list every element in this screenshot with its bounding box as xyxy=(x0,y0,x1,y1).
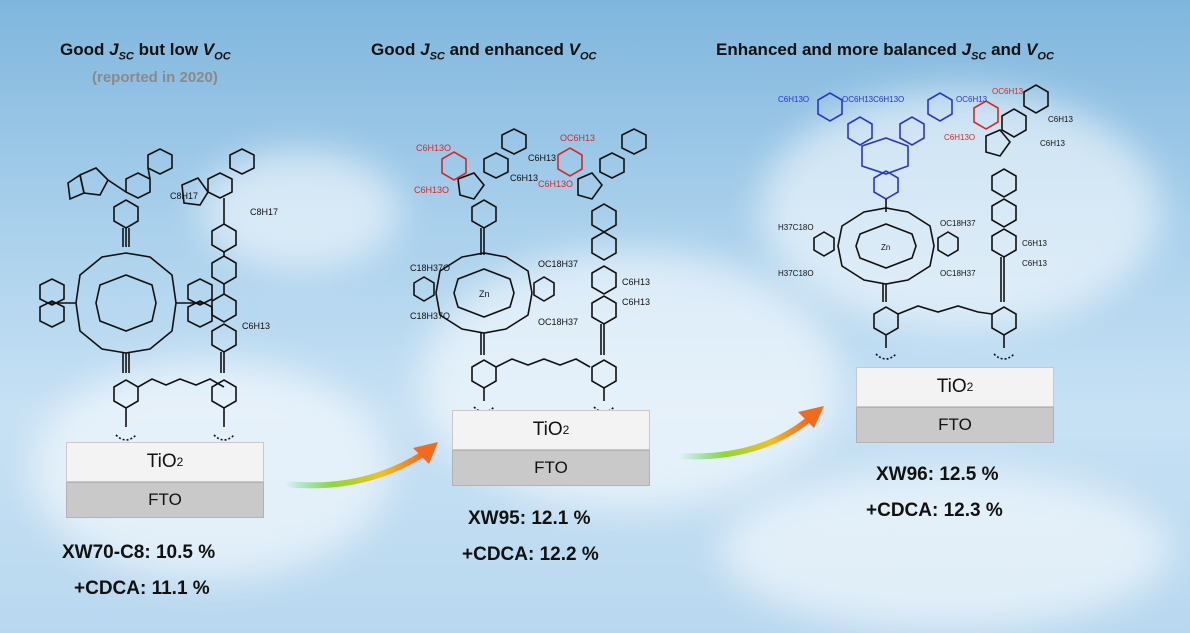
svg-text:H37C18O: H37C18O xyxy=(778,223,814,232)
svg-text:C8H17: C8H17 xyxy=(170,191,198,201)
svg-text:OC6H13: OC6H13 xyxy=(560,133,595,143)
svg-text:C6H13: C6H13 xyxy=(622,297,650,307)
svg-text:Zn: Zn xyxy=(881,243,890,252)
svg-text:OC6H13: OC6H13 xyxy=(956,95,988,104)
panel-1-subtitle: (reported in 2020) xyxy=(92,69,218,86)
svg-text:OC6H13C6H13O: OC6H13C6H13O xyxy=(842,95,904,104)
fto-layer: FTO xyxy=(452,450,650,486)
svg-text:C6H13: C6H13 xyxy=(622,277,650,287)
panel-3-cdca-efficiency: +CDCA: 12.3 % xyxy=(866,500,1003,521)
panel-3-title: Enhanced and more balanced JSC and VOC xyxy=(716,40,1054,63)
svg-text:H37C18O: H37C18O xyxy=(778,269,814,278)
svg-text:C6H13O: C6H13O xyxy=(414,185,449,195)
cloud xyxy=(720,470,1170,630)
svg-text:C6H13: C6H13 xyxy=(510,173,538,183)
cloud xyxy=(760,90,1160,330)
panel-2-cdca-efficiency: +CDCA: 12.2 % xyxy=(462,544,599,565)
molecule-xw96: C6H13O OC6H13C6H13O OC6H13 OC6H13 C6H13O… xyxy=(778,84,1073,360)
svg-text:C18H37O: C18H37O xyxy=(410,263,450,273)
svg-text:C6H13: C6H13 xyxy=(1048,115,1073,124)
molecule-xw95: C6H13O C6H13O C6H13 C6H13 OC6H13 C6H13O … xyxy=(410,128,650,413)
panel-1-efficiency: XW70-C8: 10.5 % xyxy=(62,542,216,563)
svg-text:OC18H37: OC18H37 xyxy=(940,219,976,228)
svg-text:C6H13: C6H13 xyxy=(1022,259,1047,268)
svg-text:C6H13O: C6H13O xyxy=(778,95,809,104)
progress-arrow-1 xyxy=(283,442,438,489)
svg-text:OC18H37: OC18H37 xyxy=(940,269,976,278)
svg-text:OC18H37: OC18H37 xyxy=(538,259,578,269)
svg-text:C6H13O: C6H13O xyxy=(944,133,975,142)
svg-text:OC18H37: OC18H37 xyxy=(538,317,578,327)
svg-text:C6H13O: C6H13O xyxy=(538,179,573,189)
svg-text:C6H13: C6H13 xyxy=(1022,239,1047,248)
fto-layer: FTO xyxy=(856,407,1054,443)
panel-1-cdca-efficiency: +CDCA: 11.1 % xyxy=(74,578,210,599)
svg-text:C6H13: C6H13 xyxy=(242,321,270,331)
fto-layer: FTO xyxy=(66,482,264,518)
svg-text:C6H13: C6H13 xyxy=(1040,139,1065,148)
panel-2-title: Good JSC and enhanced VOC xyxy=(371,40,597,63)
panel-3-efficiency: XW96: 12.5 % xyxy=(876,464,999,485)
panel-2-efficiency: XW95: 12.1 % xyxy=(468,508,591,529)
svg-text:C6H13O: C6H13O xyxy=(416,143,451,153)
svg-text:C8H17: C8H17 xyxy=(250,207,278,217)
panel-1-title: Good JSC but low VOC xyxy=(60,40,231,63)
progress-arrow-2 xyxy=(678,406,824,460)
svg-text:OC6H13: OC6H13 xyxy=(992,87,1024,96)
molecule-xw70-c8: C8H17 C8H17 C6H13 xyxy=(39,148,278,441)
svg-text:Zn: Zn xyxy=(479,289,490,299)
svg-text:C18H37O: C18H37O xyxy=(410,311,450,321)
svg-text:C6H13: C6H13 xyxy=(528,153,556,163)
